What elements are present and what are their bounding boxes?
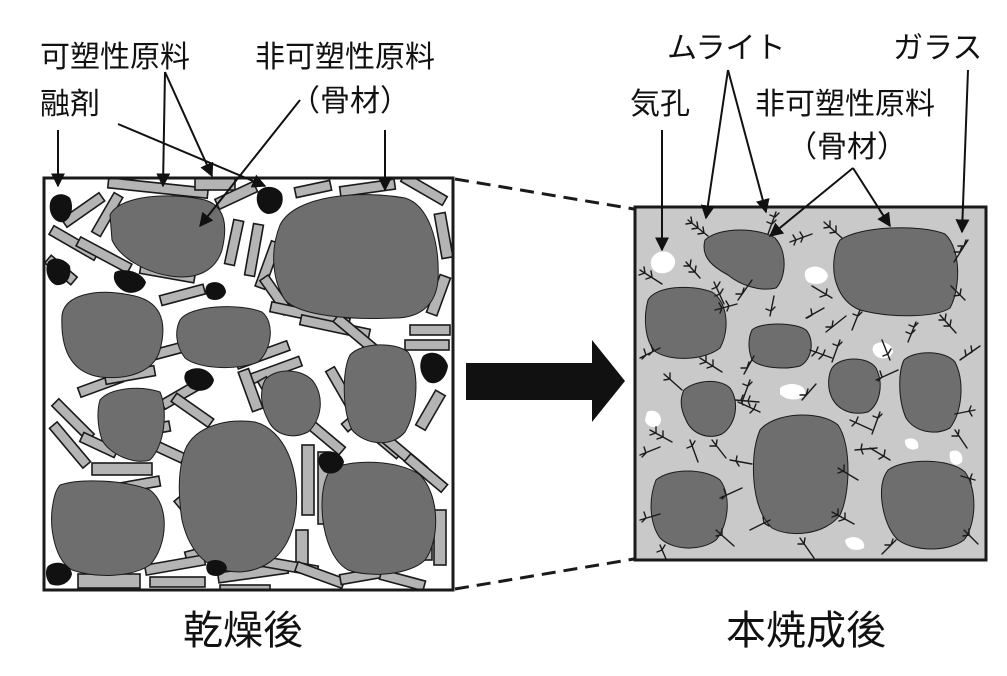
leader-aggregate-right-1 xyxy=(768,167,854,237)
label-aggregate-right: （骨材） xyxy=(787,130,907,165)
label-plastic-raw: 可塑性原料 xyxy=(40,40,190,75)
aggregate-particles-fired xyxy=(644,227,975,550)
aggregate-particles-dried xyxy=(51,194,439,576)
dried-body-panel xyxy=(42,176,455,592)
label-pore: 気孔 xyxy=(630,87,690,122)
component-labels: 可塑性原料 非可塑性原料 （骨材） 融剤 ムライト ガラス 気孔 非可塑性原料 … xyxy=(40,31,982,165)
panel-captions: 乾燥後 本焼成後 xyxy=(183,608,886,654)
label-mullite: ムライト xyxy=(667,31,786,66)
fired-body-particles xyxy=(638,210,981,560)
process-arrow xyxy=(466,340,625,422)
label-nonplastic-raw-right: 非可塑性原料 xyxy=(755,87,935,122)
leader-flux-2 xyxy=(117,123,267,188)
zoom-connector-lines xyxy=(454,177,635,591)
dried-body-particles xyxy=(44,178,453,590)
pores xyxy=(645,251,963,550)
fired-body-panel xyxy=(633,205,988,562)
caption-after-drying: 乾燥後 xyxy=(183,608,303,654)
leader-aggregate-left xyxy=(199,99,301,228)
leader-lines xyxy=(51,69,970,252)
leader-plastic-2 xyxy=(164,71,214,178)
leader-aggregate-right-2 xyxy=(852,167,891,228)
leader-mullite-1 xyxy=(700,69,729,220)
caption-after-firing: 本焼成後 xyxy=(726,608,886,654)
leader-glass xyxy=(955,69,970,234)
leader-mullite-2 xyxy=(727,69,770,214)
label-aggregate-left: （骨材） xyxy=(290,84,410,119)
flux-particles xyxy=(45,186,448,586)
label-flux: 融剤 xyxy=(40,87,100,122)
label-nonplastic-raw-left: 非可塑性原料 xyxy=(255,40,435,75)
fired-body-frame xyxy=(633,205,988,562)
leader-plastic-1 xyxy=(156,71,171,188)
label-glass: ガラス xyxy=(893,31,982,66)
